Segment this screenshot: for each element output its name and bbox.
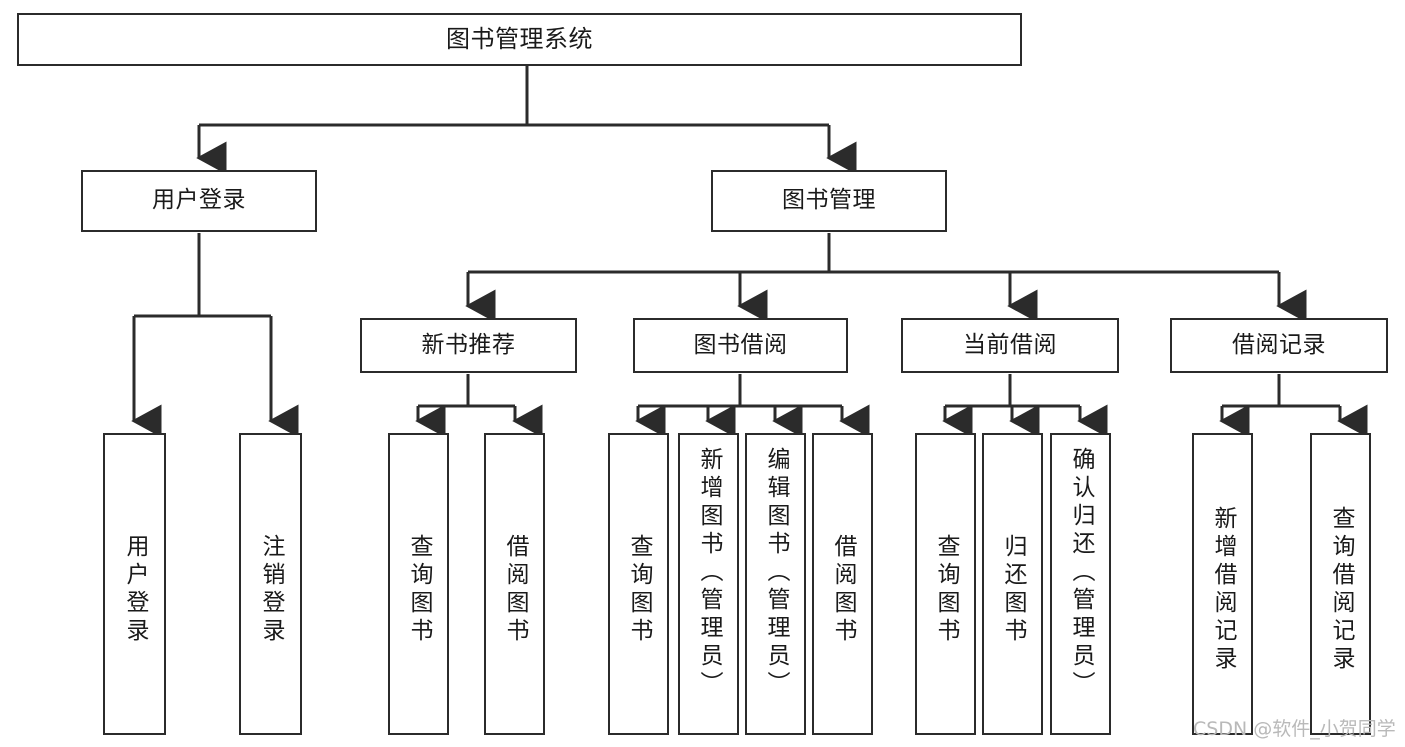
leaf-new-book-query[interactable]: 查询图书 (388, 433, 449, 735)
node-label: 图书管理 (782, 187, 876, 214)
leaf-borrow-record-add[interactable]: 新增借阅记录 (1192, 433, 1253, 735)
node-label: 新增图书（管理员） (696, 447, 722, 699)
node-label: 新书推荐 (421, 331, 516, 358)
node-label: 借阅图书 (502, 534, 528, 646)
node-book-management[interactable]: 图书管理 (711, 170, 947, 232)
node-label: 查询图书 (933, 534, 959, 646)
watermark-text: CSDN @软件_小贺同学 (1193, 718, 1396, 740)
node-label: 用户登录 (152, 187, 246, 214)
node-label: 新增借阅记录 (1210, 506, 1236, 674)
node-label: 借阅图书 (830, 534, 856, 646)
node-new-book-recommend[interactable]: 新书推荐 (360, 318, 577, 373)
node-borrow-record[interactable]: 借阅记录 (1170, 318, 1388, 373)
leaf-user-login-logout[interactable]: 注销登录 (239, 433, 302, 735)
node-label: 当前借阅 (963, 331, 1057, 358)
node-label: 编辑图书（管理员） (763, 447, 789, 699)
leaf-new-book-borrow[interactable]: 借阅图书 (484, 433, 545, 735)
leaf-borrow-record-query[interactable]: 查询借阅记录 (1310, 433, 1371, 735)
leaf-book-borrow-edit[interactable]: 编辑图书（管理员） (745, 433, 806, 735)
node-user-login[interactable]: 用户登录 (81, 170, 317, 232)
leaf-book-borrow-query[interactable]: 查询图书 (608, 433, 669, 735)
node-book-borrow[interactable]: 图书借阅 (633, 318, 848, 373)
node-root-system[interactable]: 图书管理系统 (17, 13, 1022, 66)
leaf-book-borrow-add[interactable]: 新增图书（管理员） (678, 433, 739, 735)
node-label: 查询借阅记录 (1328, 506, 1354, 674)
leaf-user-login-login[interactable]: 用户登录 (103, 433, 166, 735)
node-label: 借阅记录 (1232, 331, 1326, 358)
node-label: 归还图书 (1000, 534, 1026, 646)
leaf-current-borrow-return[interactable]: 归还图书 (982, 433, 1043, 735)
leaf-current-borrow-confirm-return[interactable]: 确认归还（管理员） (1050, 433, 1111, 735)
node-label: 用户登录 (122, 534, 148, 646)
node-label: 确认归还（管理员） (1068, 447, 1094, 699)
leaf-current-borrow-query[interactable]: 查询图书 (915, 433, 976, 735)
node-current-borrow[interactable]: 当前借阅 (901, 318, 1119, 373)
node-label: 图书管理系统 (446, 25, 593, 54)
leaf-book-borrow-borrow[interactable]: 借阅图书 (812, 433, 873, 735)
node-label: 查询图书 (406, 534, 432, 646)
node-label: 注销登录 (258, 534, 284, 646)
node-label: 查询图书 (626, 534, 652, 646)
node-label: 图书借阅 (693, 331, 788, 358)
